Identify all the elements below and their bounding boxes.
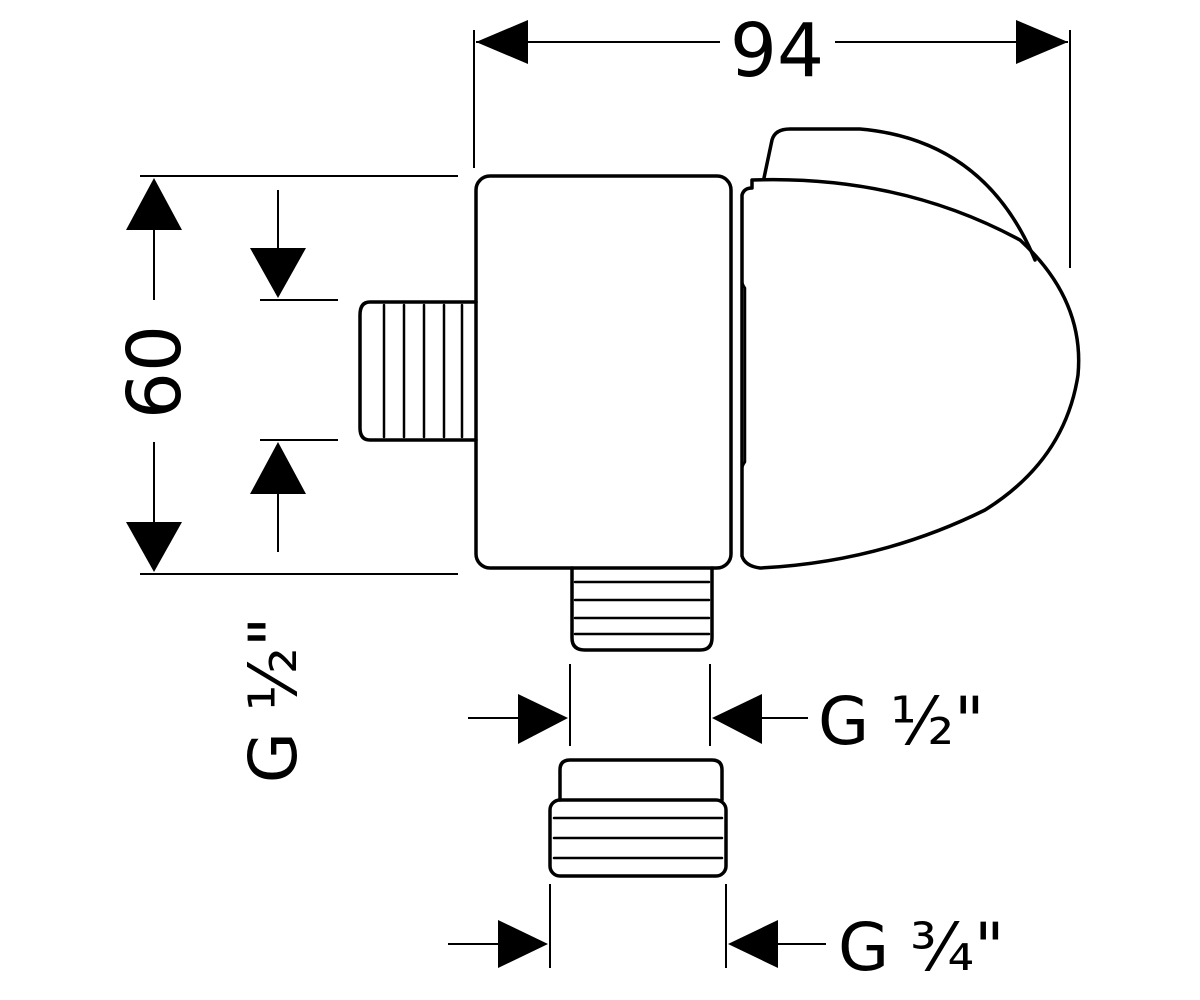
side-thread-label: G ½" xyxy=(235,617,312,783)
height-dimension xyxy=(126,175,458,575)
adapter xyxy=(548,758,728,878)
outlet-thread-label: G ½" xyxy=(818,683,984,760)
outlet-thread xyxy=(570,566,714,652)
body-block xyxy=(474,174,733,570)
outlet-thread-dimension xyxy=(468,664,808,746)
height-label: 60 xyxy=(112,325,198,419)
side-thread-dimension xyxy=(250,190,338,552)
side-thread xyxy=(358,300,478,442)
width-dimension xyxy=(473,20,1071,268)
adapter-thread-label: G ¾" xyxy=(838,909,1004,986)
adapter-thread-dimension xyxy=(448,884,826,968)
cap xyxy=(740,127,1081,570)
width-label: 94 xyxy=(730,8,824,94)
